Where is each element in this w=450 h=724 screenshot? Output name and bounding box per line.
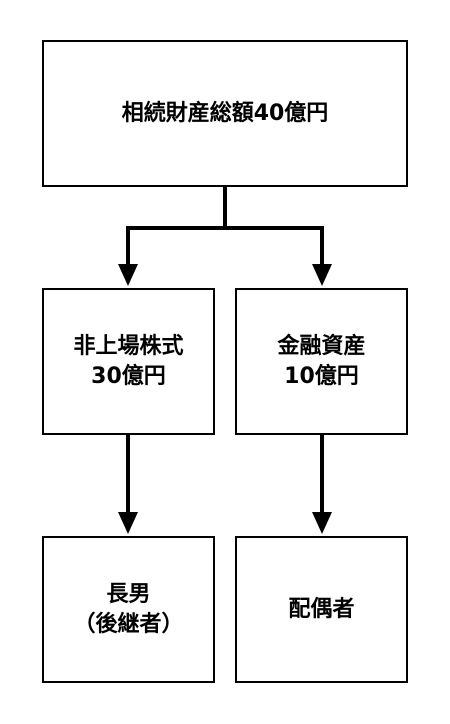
successor-label: （後継者） <box>73 611 184 637</box>
unlisted-shares-amount: 30億円 <box>91 363 166 389</box>
unlisted-shares-label: 非上場株式 <box>73 333 184 359</box>
total-estate-label: 相続財産総額40億円 <box>121 100 329 126</box>
eldest-son-box: 長男 （後継者） <box>42 536 215 683</box>
financial-assets-label: 金融資産 <box>277 333 366 359</box>
unlisted-shares-box: 非上場株式 30億円 <box>42 288 215 435</box>
financial-assets-box: 金融資産 10億円 <box>235 288 408 435</box>
spouse-box: 配偶者 <box>235 536 408 683</box>
right-branch-arrowhead <box>312 264 332 286</box>
left-lower-arrowhead <box>118 512 138 534</box>
spouse-label: 配偶者 <box>288 596 355 622</box>
total-estate-box: 相続財産総額40億円 <box>42 40 408 187</box>
eldest-son-label: 長男 <box>106 581 151 607</box>
left-branch-arrowhead <box>118 264 138 286</box>
financial-assets-amount: 10億円 <box>284 363 359 389</box>
right-lower-arrowhead <box>312 512 332 534</box>
